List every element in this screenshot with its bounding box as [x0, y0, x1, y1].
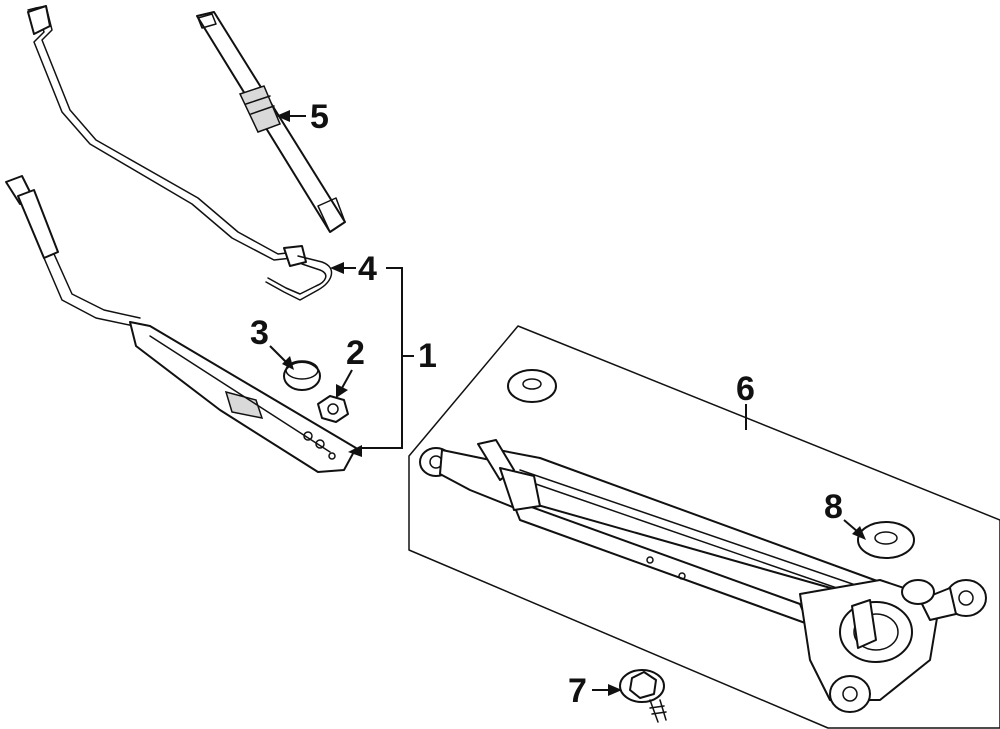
nut-icon[interactable]: [317, 395, 349, 423]
washer-hose-icon[interactable]: [27, 5, 333, 301]
callout-2: 2: [346, 334, 365, 372]
callout-4: 4: [358, 250, 377, 288]
grommet-icon-upper[interactable]: [507, 369, 557, 403]
callout-3: 3: [250, 314, 269, 352]
callout-labels: 1 2 3 4 5 6 7 8: [250, 98, 843, 710]
wiper-arm-icon[interactable]: [5, 175, 357, 473]
assembly-frame: [408, 325, 1000, 729]
wiper-blade-icon[interactable]: [196, 11, 346, 233]
callout-5: 5: [310, 98, 329, 136]
callout-6: 6: [736, 370, 755, 408]
grommet-icon[interactable]: [857, 521, 915, 559]
leader-lines: [269, 110, 866, 696]
callout-7: 7: [568, 672, 587, 710]
bolt-icon[interactable]: [619, 669, 667, 723]
wiper-linkage-motor-icon[interactable]: [419, 439, 987, 713]
callout-1: 1: [418, 337, 437, 375]
callout-8: 8: [824, 488, 843, 526]
